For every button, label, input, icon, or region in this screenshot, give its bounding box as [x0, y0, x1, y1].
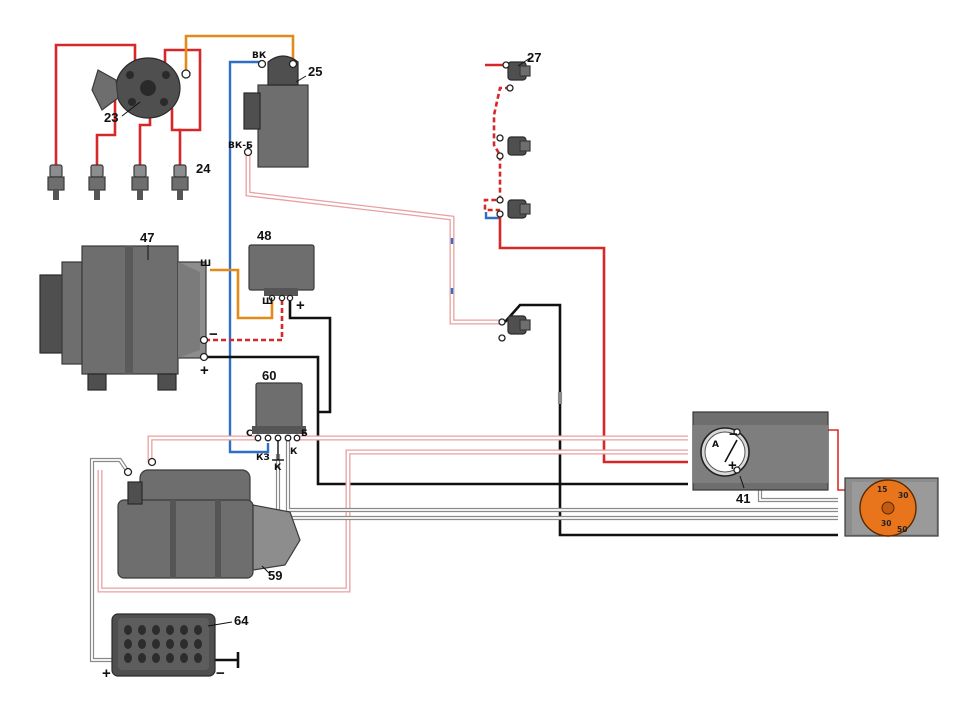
- battery-cell-cap: [166, 639, 174, 649]
- switch-group-label: 27: [527, 50, 541, 65]
- battery-cell-cap: [166, 653, 174, 663]
- ht-lead-4: [170, 108, 182, 165]
- block-terminal-15: 15: [877, 485, 887, 494]
- battery-cell-cap: [138, 639, 146, 649]
- battery-cell-cap: [152, 625, 160, 635]
- spark-plug-3: [131, 164, 149, 200]
- gauge-plus-sign: +: [728, 457, 737, 474]
- spark-plug-4: [171, 164, 189, 200]
- spark-plug-1: [47, 164, 65, 200]
- block-terminal-30-bottom: 30: [881, 519, 891, 528]
- distributor-label: 23: [104, 110, 118, 125]
- battery-cell-cap: [194, 625, 202, 635]
- instrument-panel: А − + 41: [692, 411, 829, 506]
- relay-terminal-kz: КЗ: [256, 453, 270, 463]
- relay-terminal-k2: К: [290, 447, 298, 457]
- gauge-terminal-a: А: [712, 440, 719, 450]
- starter-relay-label: 60: [262, 368, 276, 383]
- spark-plugs-label: 24: [196, 161, 211, 176]
- battery-cell-cap: [180, 639, 188, 649]
- switch-chain-blue: [484, 212, 500, 220]
- alternator-label: 47: [140, 230, 154, 245]
- gauge-to-block-red: [828, 429, 848, 491]
- voltage-regulator: 48 Ш +: [248, 228, 315, 314]
- coil-orange-lead: [184, 34, 295, 72]
- starter-relay: 60 С КЗ К К Б: [246, 368, 308, 473]
- regulator-plus-wire: [288, 300, 332, 414]
- battery-cell-cap: [138, 653, 146, 663]
- regulator-plus-sign: +: [296, 297, 305, 314]
- alternator: 47 Ш − +: [39, 230, 218, 391]
- switch-group: 27: [496, 50, 541, 342]
- distributor: 23: [91, 57, 191, 125]
- relay-terminal-b: Б: [301, 429, 308, 439]
- regulator-terminal-sh: Ш: [262, 297, 273, 307]
- gauge-minus-sign: −: [729, 426, 738, 443]
- field-wire: [210, 268, 274, 320]
- relay-s-feed: [147, 435, 255, 462]
- ht-lead-1: [54, 43, 137, 165]
- battery-cell-cap: [180, 653, 188, 663]
- switch-bottom-black: [504, 303, 838, 537]
- battery-minus-sign: −: [216, 665, 225, 682]
- spark-plug-2: [88, 164, 106, 200]
- battery-cell-cap: [124, 653, 132, 663]
- ht-lead-coil: [163, 48, 202, 132]
- battery-plus-sign: +: [102, 665, 111, 682]
- battery-cell-cap: [152, 653, 160, 663]
- battery-cell-cap: [194, 639, 202, 649]
- ignition-coil: 25 ВК ВК-Б: [228, 51, 322, 168]
- alternator-plus-sign: +: [200, 362, 209, 379]
- wires: [54, 34, 848, 668]
- battery: 64 + −: [102, 613, 249, 682]
- coil-terminal-vkb: ВК-Б: [228, 141, 253, 151]
- battery-cell-cap: [124, 625, 132, 635]
- battery-cell-cap: [194, 653, 202, 663]
- battery-cell-cap: [166, 625, 174, 635]
- alternator-minus-wire: [205, 300, 284, 342]
- voltage-regulator-label: 48: [257, 228, 271, 243]
- coil-terminal-vk: ВК: [252, 51, 267, 61]
- block-terminal-30-top: 30: [898, 491, 908, 500]
- switch-chain-red: [483, 86, 510, 212]
- switch-to-gauge-red: [498, 214, 688, 464]
- spark-plugs: 24: [47, 161, 211, 200]
- ignition-coil-label: 25: [308, 64, 322, 79]
- battery-label: 64: [234, 613, 249, 628]
- starter-label: 59: [268, 568, 282, 583]
- blue-wire-coil: [228, 60, 262, 438]
- relay-terminal-s: С: [246, 429, 253, 439]
- gauge-label: 41: [736, 491, 750, 506]
- battery-cell-cap: [124, 639, 132, 649]
- battery-cell-cap: [138, 625, 146, 635]
- switch-4: [498, 315, 531, 342]
- ignition-switch-block: 15 30 30 50: [844, 477, 939, 537]
- alternator-plus-wire: [204, 355, 688, 486]
- switch-3: [496, 196, 531, 219]
- battery-cell-cap: [152, 639, 160, 649]
- switch-1: [502, 61, 531, 92]
- switch-2: [496, 134, 531, 160]
- alternator-terminal-sh: Ш: [200, 259, 211, 269]
- starter-motor: 59: [117, 457, 301, 583]
- ht-lead-2: [95, 100, 117, 165]
- block-terminal-50: 50: [897, 525, 907, 534]
- alternator-minus-sign: −: [209, 326, 218, 343]
- coil-to-switch-wire: [245, 152, 500, 325]
- battery-cell-cap: [180, 625, 188, 635]
- relay-terminal-k1: К: [274, 463, 282, 473]
- blue-wire-relay: [228, 438, 270, 454]
